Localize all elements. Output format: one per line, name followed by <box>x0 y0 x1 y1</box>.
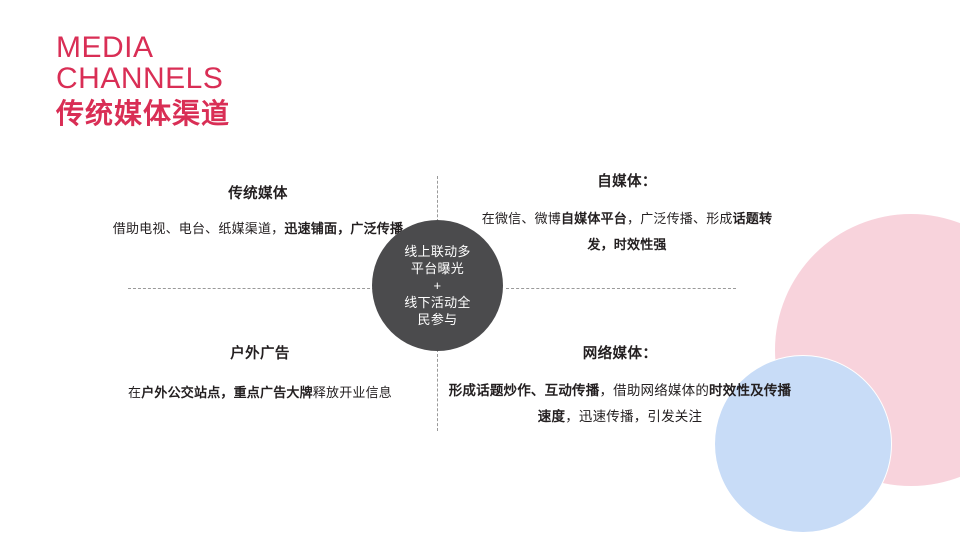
body-text-bold-2: 时效性及传播速度 <box>537 383 792 424</box>
body-text-plain: ，借助网络媒体的 <box>599 383 710 398</box>
divider-dashed-horizontal-left <box>128 288 380 289</box>
body-text-plain-2: 释放开业信息 <box>312 385 392 400</box>
center-text-line-1: 线上联动多 <box>404 244 471 259</box>
quadrant-heading-self-media: 自媒体： <box>597 174 657 190</box>
center-text-line-2: 平台曝光 <box>410 261 465 276</box>
body-text-plain: 在 <box>127 385 142 400</box>
quadrant-traditional-media: 传统媒体 借助电视、电台、纸媒渠道，迅速铺面，广泛传播 <box>108 184 408 242</box>
quadrant-body-self-media: 在微信、微博自媒体平台，广泛传播、形成话题转发，时效性强 <box>474 206 780 258</box>
body-text-bold: 户外公交站点，重点广告大牌 <box>141 385 313 400</box>
quadrant-network-media: 网络媒体： 形成话题炒作、互动传播，借助网络媒体的时效性及传播速度，迅速传播，引… <box>446 344 794 430</box>
body-text-plain-2: ，广泛传播、形成 <box>627 211 733 226</box>
center-hub-circle: 线上联动多 平台曝光 + 线下活动全 民参与 <box>372 220 503 351</box>
title-line-english-2: CHANNELS <box>56 62 224 95</box>
body-text-bold-2: 话题转发，时效性强 <box>587 211 773 252</box>
title-line-english-1: MEDIA <box>56 31 154 64</box>
body-text-bold: 迅速铺面，广泛传播 <box>284 221 404 236</box>
quadrant-heading-traditional-media: 传统媒体 <box>228 186 288 202</box>
center-text-plus: + <box>433 278 442 293</box>
quadrant-body-traditional-media: 借助电视、电台、纸媒渠道，迅速铺面，广泛传播 <box>108 216 408 242</box>
body-text-plain: 借助电视、电台、纸媒渠道， <box>112 221 285 236</box>
quadrant-self-media: 自媒体： 在微信、微博自媒体平台，广泛传播、形成话题转发，时效性强 <box>474 172 780 258</box>
divider-dashed-horizontal-right <box>506 288 736 289</box>
quadrant-outdoor-advertising: 户外广告 在户外公交站点，重点广告大牌释放开业信息 <box>104 344 416 406</box>
divider-dashed-vertical-top <box>437 176 438 222</box>
quadrant-heading-network-media: 网络媒体： <box>582 346 658 362</box>
quadrant-body-network-media: 形成话题炒作、互动传播，借助网络媒体的时效性及传播速度，迅速传播，引发关注 <box>446 378 794 430</box>
quadrant-heading-outdoor-advertising: 户外广告 <box>230 346 290 362</box>
center-text-line-4: 线下活动全 <box>404 295 471 310</box>
body-text-plain: 在微信、微博 <box>481 211 561 226</box>
body-text-bold: 自媒体平台 <box>560 211 627 226</box>
quadrant-body-outdoor-advertising: 在户外公交站点，重点广告大牌释放开业信息 <box>104 380 416 406</box>
divider-dashed-vertical-bottom <box>437 349 438 431</box>
decorative-blue-circle <box>714 355 892 533</box>
page-title: MEDIA CHANNELS 传统媒体渠道 <box>56 32 230 131</box>
body-text-bold: 形成话题炒作、互动传播 <box>448 383 600 398</box>
center-text-line-5: 民参与 <box>417 312 458 327</box>
body-text-plain-2: ，迅速传播，引发关注 <box>565 409 703 424</box>
title-line-chinese: 传统媒体渠道 <box>56 98 231 129</box>
